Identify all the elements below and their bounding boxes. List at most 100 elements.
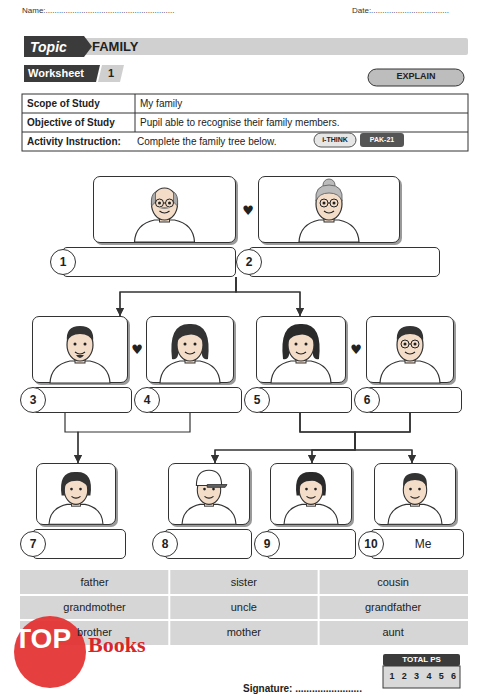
cap — [196, 470, 221, 485]
watermark-text: TOP — [14, 622, 71, 656]
hair — [282, 324, 319, 359]
answer-box — [32, 529, 126, 559]
picture-frame — [32, 316, 128, 383]
cousin-illustration — [284, 472, 338, 524]
pak21-badge — [360, 133, 404, 147]
word-bank-rule — [20, 619, 468, 621]
person-figure — [50, 329, 110, 383]
hair — [299, 474, 323, 487]
score-number: 3 — [411, 671, 423, 682]
callout-number: 4 — [144, 393, 151, 407]
heart-symbol: ♥ — [130, 342, 144, 358]
word-bank-cell: aunt — [319, 626, 468, 639]
answer-box: Me — [370, 529, 464, 559]
name-field: Name:...................................… — [22, 6, 174, 16]
heart-symbol: ♥ — [241, 203, 255, 219]
number-circle: 4 — [134, 387, 160, 413]
topic-band — [80, 38, 468, 55]
badge-text: PAK-21 — [360, 136, 404, 144]
callout-number: 10 — [364, 537, 377, 551]
grandfather-illustration — [135, 188, 195, 242]
person-figure — [182, 476, 236, 525]
table-rule — [22, 113, 468, 114]
family-member-box: 4 — [134, 316, 242, 413]
number-circle: 1 — [50, 249, 76, 275]
worksheet-title: FAMILY — [92, 39, 138, 55]
connector-line — [300, 413, 412, 463]
score-box — [383, 666, 460, 688]
worksheet-tag-shape — [24, 65, 100, 82]
date-field: Date:................................... — [352, 6, 449, 16]
connector-line — [300, 413, 355, 463]
word-bank-table — [20, 570, 468, 645]
word-bank-cell: grandfather — [319, 601, 468, 614]
score-header: TOTAL PS — [383, 655, 460, 665]
topic-tag: Topic — [30, 39, 82, 56]
word-bank-rule — [168, 570, 170, 645]
uncle-illustration — [380, 326, 440, 383]
glasses — [156, 199, 174, 207]
table-rule — [22, 132, 468, 133]
answer-box — [248, 247, 440, 277]
person-figure — [388, 476, 442, 525]
person-figure — [160, 329, 220, 383]
callout-number: 3 — [30, 393, 37, 407]
word-bank-cell: cousin — [319, 576, 468, 589]
picture-frame — [270, 463, 352, 525]
level-badge: EXPLAIN — [368, 71, 464, 82]
person-figure — [299, 188, 359, 242]
connector-line — [355, 413, 412, 463]
callout-number: 1 — [60, 255, 67, 269]
cousin-illustration — [182, 470, 236, 524]
hair — [177, 327, 203, 341]
table-header: Scope of Study — [27, 98, 100, 110]
person-figure — [380, 329, 440, 383]
sister-illustration — [49, 472, 103, 524]
table-cell: My family — [140, 98, 182, 110]
beard — [76, 355, 84, 358]
instruction-text: Complete the family tree below. — [137, 136, 277, 148]
connector-line — [312, 413, 410, 463]
word-bank-cell: uncle — [169, 601, 318, 614]
number-circle: 6 — [354, 387, 380, 413]
answer-box — [366, 387, 462, 413]
person-figure — [49, 476, 103, 525]
score-number: 2 — [398, 671, 410, 682]
picture-frame — [366, 316, 454, 383]
connector-line — [65, 413, 78, 463]
word-bank-cell: sister — [169, 576, 318, 589]
me-illustration — [388, 473, 442, 524]
person-figure — [271, 329, 331, 383]
badge-text: i-THINK — [314, 136, 356, 144]
score-header-box — [383, 654, 460, 666]
family-member-box: 8 — [152, 463, 252, 559]
word-bank-cell: grandmother — [20, 601, 169, 614]
answer-text: Me — [371, 530, 463, 558]
connector-line — [120, 277, 236, 316]
moustache — [160, 207, 170, 209]
family-member-box: 6 — [354, 316, 462, 413]
instruction-header: Activity Instruction: — [27, 136, 121, 148]
aunt-illustration — [271, 324, 331, 383]
answer-box — [256, 387, 352, 413]
hair — [64, 474, 88, 487]
cap-brim — [207, 485, 227, 488]
number-circle: 8 — [152, 531, 178, 557]
hair-bun — [323, 179, 335, 191]
connector-line — [236, 277, 300, 316]
hair — [61, 472, 91, 495]
picture-frame — [258, 176, 400, 243]
glasses — [401, 340, 419, 348]
level-badge-shape — [368, 69, 464, 86]
answer-box — [62, 247, 236, 277]
worksheet-number: 1 — [102, 67, 120, 80]
picture-frame — [36, 463, 116, 525]
word-bank-cell: father — [20, 576, 169, 589]
hair — [151, 192, 155, 206]
ithink-badge — [314, 133, 356, 147]
family-member-box: 7 — [20, 463, 126, 559]
family-member-box: 2 — [236, 176, 440, 277]
worksheet-tag: Worksheet — [28, 67, 84, 80]
callout-number: 6 — [364, 393, 371, 407]
score-number: 4 — [423, 671, 435, 682]
